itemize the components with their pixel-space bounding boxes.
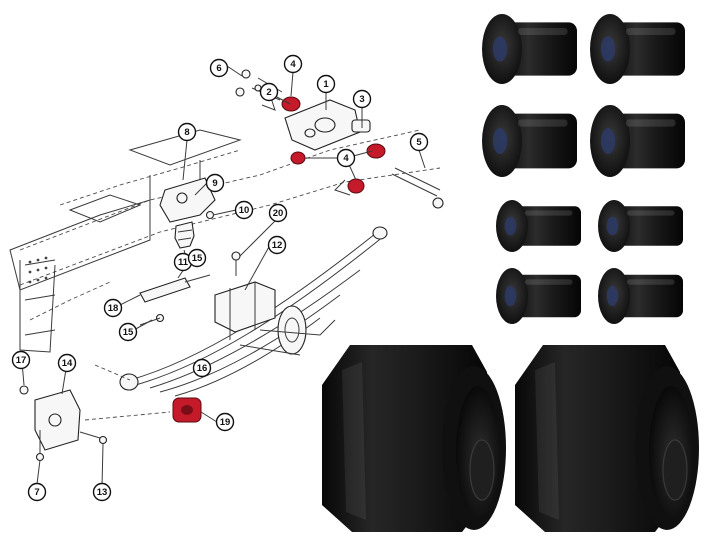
callout-c10: 10	[234, 200, 254, 220]
callout-circle	[268, 203, 288, 223]
callout-circle	[336, 148, 356, 168]
red-bushing-mid	[366, 143, 386, 159]
callout-c8: 8	[177, 122, 197, 142]
callout-label: 19	[220, 417, 231, 428]
large-bushings-group	[322, 345, 699, 532]
callout-c4a: 4	[283, 54, 303, 74]
red-bushing-lower	[347, 178, 365, 194]
callout-circle	[259, 82, 279, 102]
callout-label: 16	[197, 363, 208, 374]
callout-c9: 9	[205, 173, 225, 193]
callout-circle	[215, 412, 235, 432]
callout-circle	[283, 54, 303, 74]
small-bushing-photo-4	[590, 105, 685, 177]
callout-circle	[352, 89, 372, 109]
callout-circle	[92, 482, 112, 502]
callout-c2: 2	[259, 82, 279, 102]
callout-c17: 17	[11, 350, 31, 370]
callout-circle	[177, 122, 197, 142]
callout-c14: 14	[57, 353, 77, 373]
callout-label: 4	[343, 153, 349, 164]
callout-label: 2	[266, 87, 271, 98]
callout-label: 8	[184, 127, 189, 138]
callout-label: 4	[290, 59, 296, 70]
callout-circle	[187, 248, 207, 268]
callout-label: 18	[108, 303, 119, 314]
callout-c4b: 4	[336, 148, 356, 168]
exploded-diagram	[9, 65, 444, 488]
callout-circle	[118, 322, 138, 342]
callout-c20: 20	[268, 203, 288, 223]
small-bushing-photo-8	[598, 268, 683, 324]
callout-label: 15	[123, 327, 134, 338]
callout-c1: 1	[316, 74, 336, 94]
callout-c13: 13	[92, 482, 112, 502]
small-bushing-photo-5	[496, 200, 581, 252]
callout-c16: 16	[192, 358, 212, 378]
small-bushing-photo-6	[598, 200, 683, 252]
red-bushing-upper	[281, 96, 301, 112]
large-bushing-photo-2	[515, 345, 699, 532]
small-bushings-group	[482, 14, 685, 324]
callout-circle	[57, 353, 77, 373]
callout-circle	[234, 200, 254, 220]
callout-c5: 5	[409, 132, 429, 152]
callout-c15a: 15	[187, 248, 207, 268]
callout-circle	[11, 350, 31, 370]
callout-circle	[409, 132, 429, 152]
callout-circle	[267, 235, 287, 255]
callout-label: 14	[62, 358, 73, 369]
callout-circle	[192, 358, 212, 378]
callout-label: 6	[216, 63, 221, 74]
callout-label: 10	[239, 205, 250, 216]
callout-circle	[27, 482, 47, 502]
callout-c19: 19	[215, 412, 235, 432]
small-bushing-photo-3	[482, 105, 577, 177]
large-bushing-photo-1	[322, 345, 506, 532]
callout-label: 20	[273, 208, 284, 219]
small-bushing-photo-2	[590, 14, 685, 84]
callout-label: 3	[359, 94, 364, 105]
callout-circle	[205, 173, 225, 193]
callout-c3: 3	[352, 89, 372, 109]
callout-label: 11	[178, 257, 189, 268]
red-bushing-small	[290, 151, 306, 165]
callout-label: 17	[16, 355, 27, 366]
callout-label: 5	[416, 137, 422, 148]
callout-c18: 18	[103, 298, 123, 318]
callout-circle	[209, 58, 229, 78]
small-bushing-photo-7	[496, 268, 581, 324]
callout-c7: 7	[27, 482, 47, 502]
callout-c15b: 15	[118, 322, 138, 342]
callout-label: 15	[192, 253, 203, 264]
callout-c12: 12	[267, 235, 287, 255]
callout-circle	[316, 74, 336, 94]
callout-label: 1	[323, 79, 329, 90]
callout-label: 13	[97, 487, 108, 498]
callout-label: 9	[212, 178, 217, 189]
callout-label: 7	[34, 487, 39, 498]
callout-c6: 6	[209, 58, 229, 78]
callout-circle	[103, 298, 123, 318]
small-bushing-photo-1	[482, 14, 577, 84]
callout-label: 12	[272, 240, 283, 251]
